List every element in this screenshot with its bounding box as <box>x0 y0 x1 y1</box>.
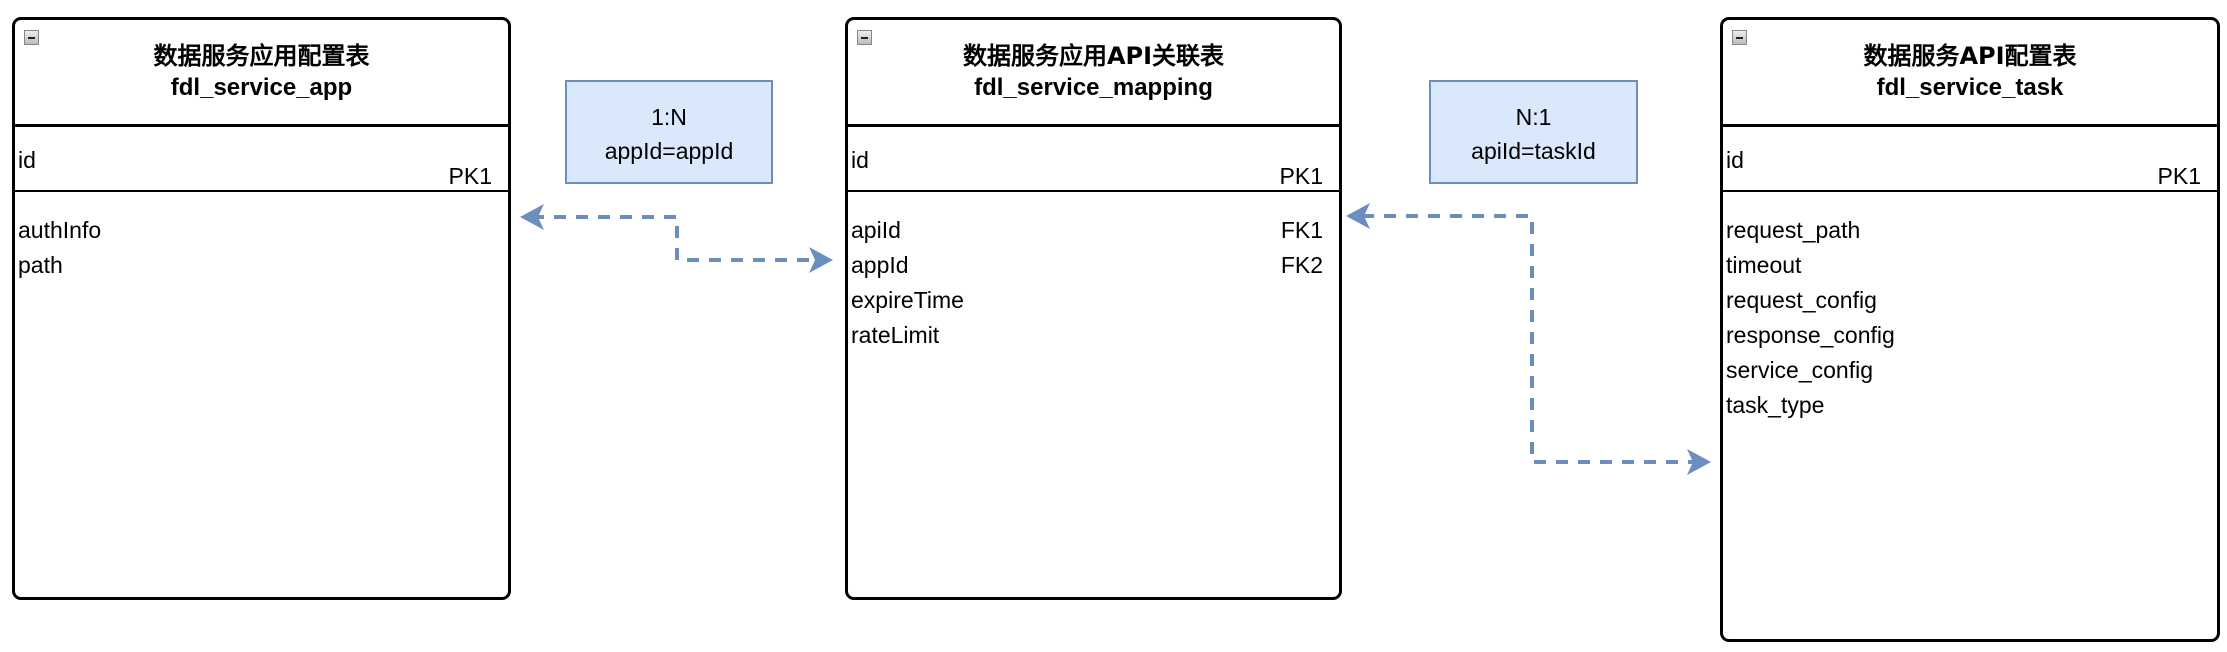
arrowhead-right-icon <box>1687 449 1711 475</box>
table-fdl-service-task[interactable]: 数据服务API配置表 fdl_service_task id PK1 reque… <box>1720 17 2220 642</box>
pk-label: PK1 <box>2157 163 2201 189</box>
field-row[interactable]: task_type <box>1726 388 2201 423</box>
table-title: fdl_service_mapping <box>974 74 1213 101</box>
field-row[interactable]: timeout <box>1726 248 2201 283</box>
relation-condition: appId=appId <box>604 138 734 164</box>
field-row[interactable]: path <box>18 248 492 283</box>
field-name: expireTime <box>851 287 964 313</box>
table-title-cn: 数据服务应用API关联表 <box>962 42 1225 70</box>
field-name: service_config <box>1726 357 1874 383</box>
pk-row[interactable]: id PK1 <box>1723 127 2217 192</box>
field-row[interactable]: appId FK2 <box>851 248 1323 283</box>
field-list: request_path timeout request_config resp… <box>1726 213 2201 423</box>
table-header: 数据服务应用配置表 fdl_service_app <box>15 20 508 127</box>
field-name: appId <box>851 252 909 278</box>
field-row[interactable]: rateLimit <box>851 318 1323 353</box>
field-row[interactable]: response_config <box>1726 318 2201 353</box>
fk-label: FK2 <box>1280 252 1323 278</box>
table-title: fdl_service_task <box>1876 74 2064 101</box>
field-row[interactable]: request_config <box>1726 283 2201 318</box>
field-list: authInfo path <box>18 213 492 283</box>
pk-field: id <box>1726 147 1744 173</box>
connector-mapping-task <box>1362 214 1695 464</box>
collapse-icon[interactable] <box>1732 30 1747 45</box>
table-title-cn: 数据服务应用配置表 <box>153 42 370 70</box>
arrowhead-left-icon <box>1346 203 1370 229</box>
pk-field: id <box>851 147 869 173</box>
field-name: request_path <box>1726 217 1861 243</box>
pk-label: PK1 <box>448 163 492 189</box>
relation-label-mapping-task[interactable]: N:1 apiId=taskId <box>1429 80 1638 184</box>
pk-row[interactable]: id PK1 <box>15 127 508 192</box>
relation-condition: apiId=taskId <box>1471 138 1596 164</box>
relation-cardinality: N:1 <box>1515 104 1552 130</box>
table-fdl-service-app[interactable]: 数据服务应用配置表 fdl_service_app id PK1 authInf… <box>12 17 511 600</box>
field-row[interactable]: service_config <box>1726 353 2201 388</box>
field-name: authInfo <box>18 217 102 243</box>
field-list: apiId FK1 appId FK2 expireTime rateLimit <box>851 213 1323 353</box>
table-title-cn: 数据服务API配置表 <box>1863 42 2077 70</box>
pk-field: id <box>18 147 36 173</box>
field-name: response_config <box>1726 322 1895 348</box>
field-name: apiId <box>851 217 901 243</box>
pk-row[interactable]: id PK1 <box>848 127 1339 192</box>
table-header: 数据服务应用API关联表 fdl_service_mapping <box>848 20 1339 127</box>
collapse-icon[interactable] <box>24 30 39 45</box>
connector-app-mapping <box>532 215 815 262</box>
fk-label: FK1 <box>1280 217 1323 243</box>
field-row[interactable]: expireTime <box>851 283 1323 318</box>
relation-label-app-mapping[interactable]: 1:N appId=appId <box>565 80 773 184</box>
table-title: fdl_service_app <box>170 74 353 101</box>
field-row[interactable]: authInfo <box>18 213 492 248</box>
field-name: task_type <box>1726 392 1825 418</box>
collapse-icon[interactable] <box>857 30 872 45</box>
relation-cardinality: 1:N <box>651 104 687 130</box>
field-name: path <box>18 252 63 278</box>
arrowhead-right-icon <box>809 247 833 273</box>
table-fdl-service-mapping[interactable]: 数据服务应用API关联表 fdl_service_mapping id PK1 … <box>845 17 1342 600</box>
field-name: rateLimit <box>851 322 940 348</box>
field-name: timeout <box>1726 252 1802 278</box>
field-row[interactable]: request_path <box>1726 213 2201 248</box>
table-header: 数据服务API配置表 fdl_service_task <box>1723 20 2217 127</box>
field-name: request_config <box>1726 287 1877 313</box>
field-row[interactable]: apiId FK1 <box>851 213 1323 248</box>
arrowhead-left-icon <box>520 204 544 230</box>
pk-label: PK1 <box>1279 163 1323 189</box>
